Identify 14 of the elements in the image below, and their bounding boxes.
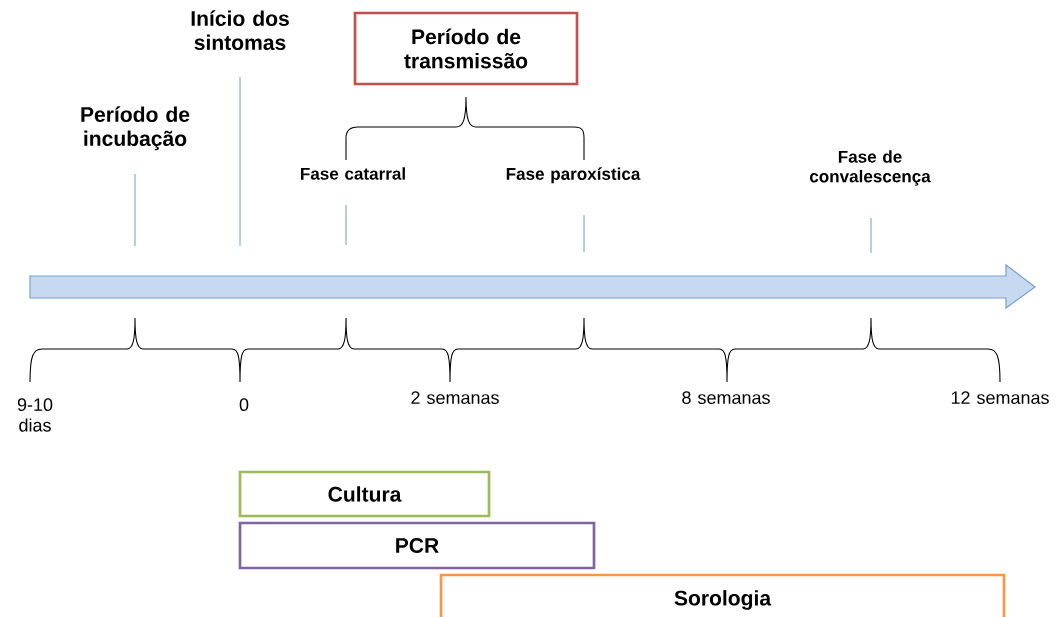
test-box: Cultura <box>238 470 491 518</box>
time-label: 2 semanas <box>411 391 499 404</box>
time-label: 8 semanas <box>682 391 770 404</box>
time-label: 9-10 dias <box>17 398 53 432</box>
event-label: Período de incubação <box>81 106 190 151</box>
time-label: 12 semanas <box>951 391 1049 404</box>
time-label: 0 <box>239 398 249 411</box>
event-label: Início dos sintomas <box>191 10 289 51</box>
phase-label: Fase catarral <box>301 167 405 180</box>
period-box: Período de transmissão <box>353 11 579 86</box>
phase-label: Fase de convalescença <box>809 150 931 186</box>
test-box: PCR <box>238 521 596 570</box>
test-box: Sorologia <box>439 573 1006 617</box>
phase-label: Fase paroxística <box>506 167 641 184</box>
